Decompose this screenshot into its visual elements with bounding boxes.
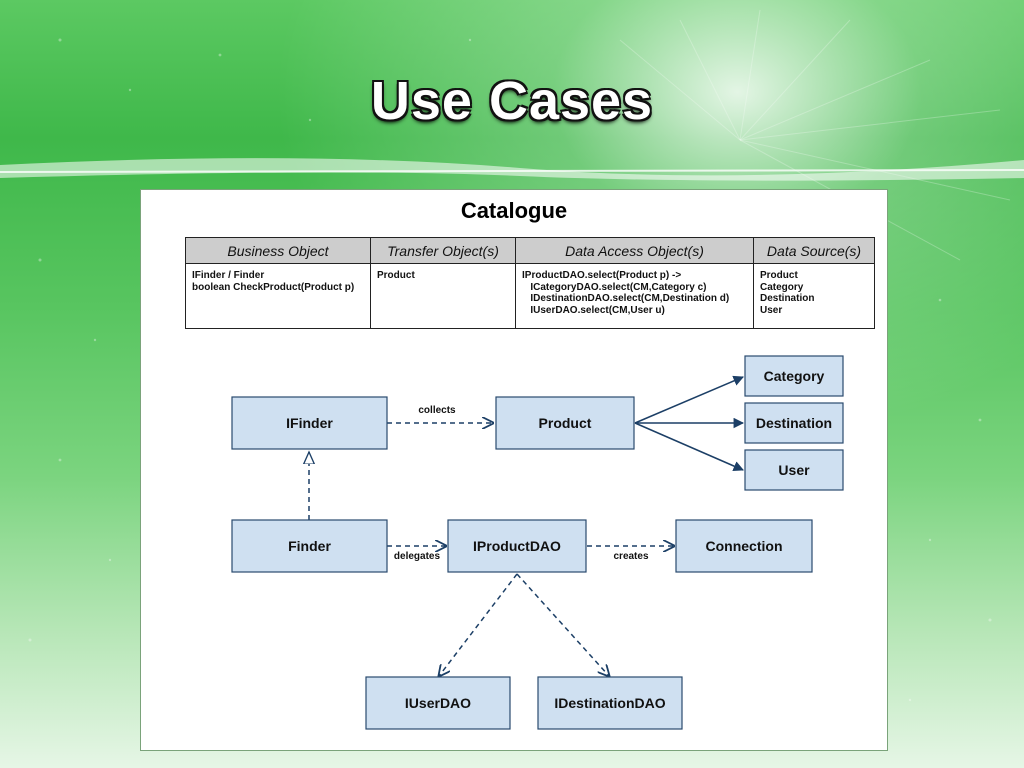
edge-label-delegates: delegates [394,551,441,562]
node-ifinder: IFinder [231,396,388,450]
edge-label-creates: creates [613,551,648,562]
edge-iproductdao-iuserdao [439,573,518,676]
slide-title: Use Cases [370,71,654,131]
cell-line: IFinder / Finder [192,270,265,281]
cell-line: Product [377,270,415,281]
node-connection: Connection [675,519,813,573]
node-product: Product [495,396,635,450]
svg-text:Category: Category [764,368,825,384]
edge-product-user [634,422,744,472]
table-header-row: Business Object Transfer Object(s) Data … [185,237,875,264]
svg-text:Product: Product [539,415,592,431]
svg-text:IUserDAO: IUserDAO [405,695,471,711]
cell-transfer-objects: Product [370,263,516,329]
svg-text:User: User [778,462,810,478]
table-row: IFinder / Finder boolean CheckProduct(Pr… [185,263,875,329]
header-data-access-objects: Data Access Object(s) [515,237,754,264]
edge-label-collects: collects [418,405,456,416]
cell-data-sources: Product Category Destination User [753,263,875,329]
svg-text:IProductDAO: IProductDAO [473,538,561,554]
cell-line: Product [760,270,798,281]
edge-iproductdao-idestinationdao [516,573,609,676]
node-iuserdao: IUserDAO [365,676,511,730]
cell-line: IDestinationDAO.select(CM,Destination d) [522,293,730,304]
node-iproductdao: IProductDAO [447,519,587,573]
svg-text:Connection: Connection [706,538,783,554]
cell-business-object: IFinder / Finder boolean CheckProduct(Pr… [185,263,371,329]
node-idestinationdao: IDestinationDAO [537,676,683,730]
panel-title: Catalogue [460,198,568,223]
business-object-table: Business Object Transfer Object(s) Data … [185,237,875,329]
edge-product-category [634,375,744,424]
header-data-sources: Data Source(s) [753,237,875,264]
cell-line: Destination [760,293,815,304]
svg-text:Destination: Destination [756,415,832,431]
cell-line: ICategoryDAO.select(CM,Category c) [522,281,707,293]
svg-text:IFinder: IFinder [286,415,333,431]
content-panel: Catalogue Business Object Transfer Objec… [140,189,888,751]
cell-line: IUserDAO.select(CM,User u) [522,304,665,316]
node-destination: Destination [744,402,844,444]
cell-data-access-objects: IProductDAO.select(Product p) -> ICatego… [515,263,754,329]
node-user: User [744,449,844,491]
cell-line: Category [760,281,804,293]
cell-line: boolean CheckProduct(Product p) [192,281,355,293]
svg-text:IDestinationDAO: IDestinationDAO [554,695,665,711]
node-finder: Finder [231,519,388,573]
class-diagram: collects delegates creates IFinder Produ… [231,355,844,730]
node-category: Category [744,355,844,397]
diagram-edges [309,375,745,676]
cell-line: IProductDAO.select(Product p) -> [522,270,682,281]
cell-line: User [760,304,783,316]
header-transfer-objects: Transfer Object(s) [370,237,516,264]
svg-text:Finder: Finder [288,538,331,554]
